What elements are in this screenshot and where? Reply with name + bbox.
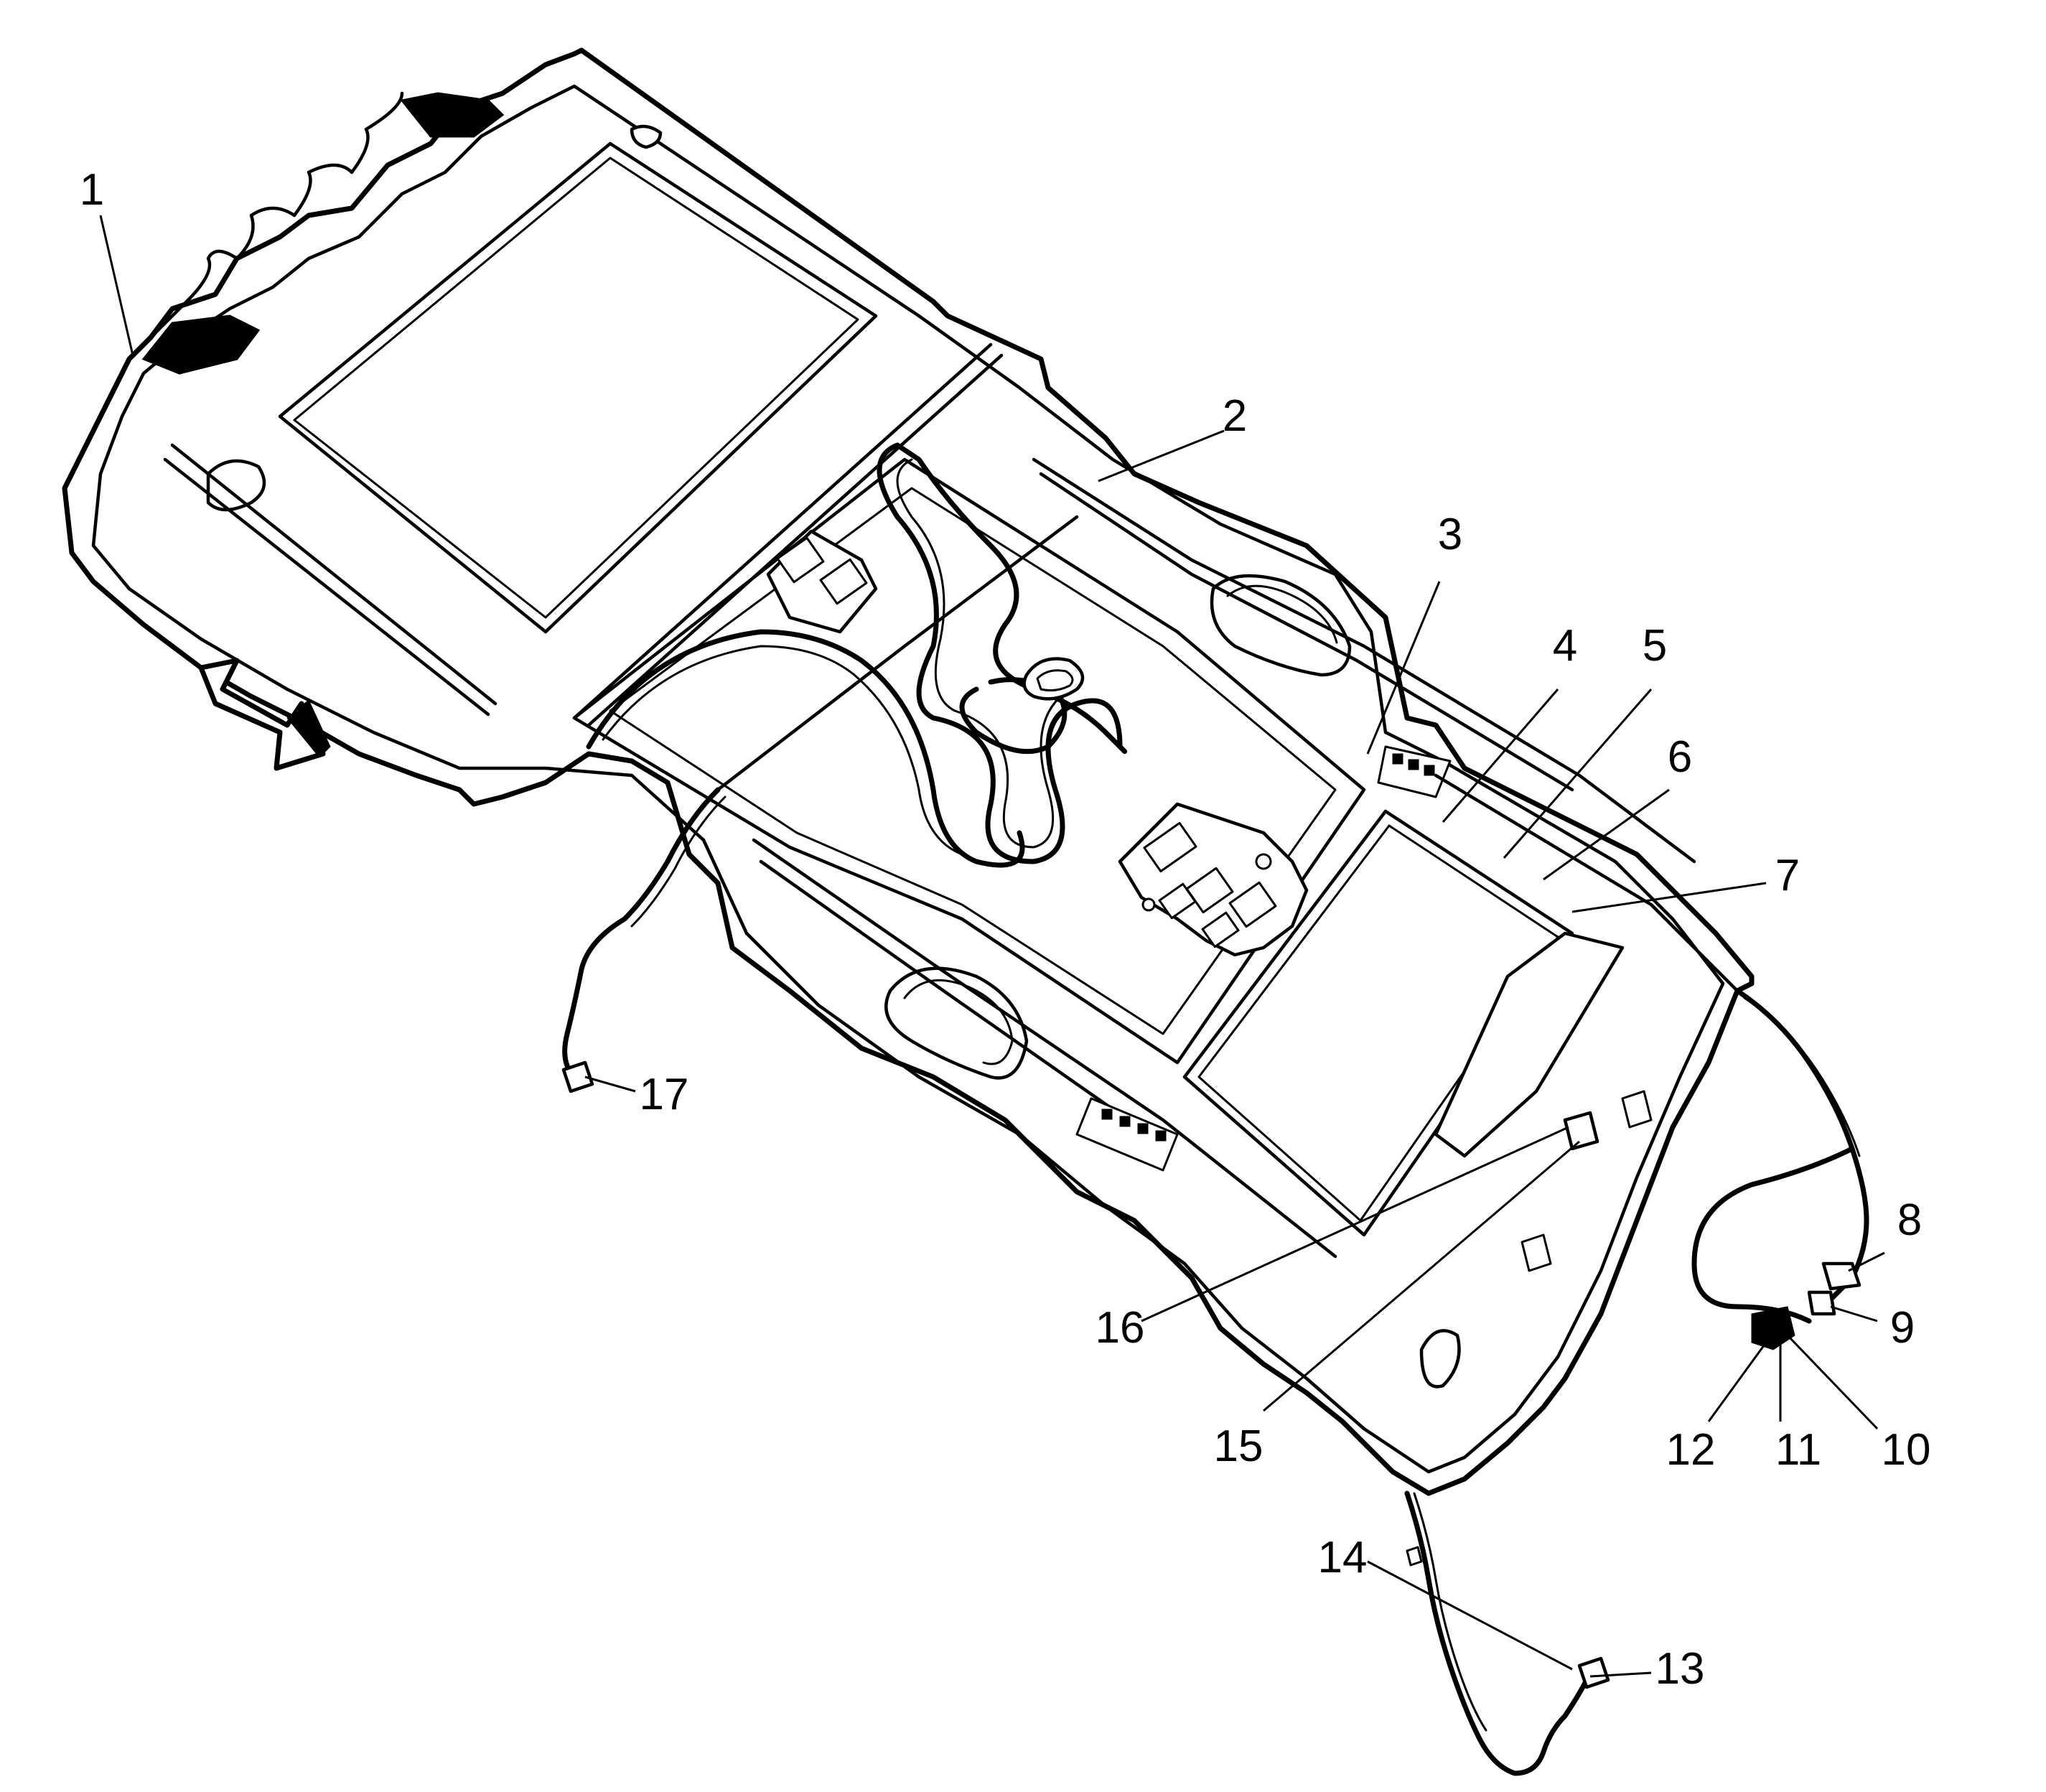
front-sunroof-inner bbox=[293, 157, 859, 619]
leader-15 bbox=[1263, 1140, 1580, 1412]
leader-10 bbox=[1786, 1334, 1879, 1430]
callout-17: 17 bbox=[640, 1070, 689, 1119]
wiring-harnesses bbox=[561, 515, 1869, 1776]
connector-15-16 bbox=[1563, 1111, 1599, 1151]
leader-7 bbox=[1571, 882, 1767, 913]
front-edge-trim bbox=[163, 443, 498, 717]
callout-labels: 1 2 3 4 5 6 7 8 9 10 11 12 13 14 15 16 1… bbox=[80, 165, 1931, 1694]
side-trim-right bbox=[1032, 457, 1696, 864]
leader-lines bbox=[99, 215, 1885, 1678]
leader-5 bbox=[1503, 689, 1653, 859]
rear-clip-a bbox=[1621, 1090, 1653, 1129]
callout-5: 5 bbox=[1643, 621, 1667, 671]
callout-1: 1 bbox=[80, 165, 104, 215]
leader-12 bbox=[1707, 1342, 1767, 1422]
rear-roof-bow bbox=[1434, 931, 1625, 1158]
front-sunroof-opening bbox=[278, 141, 878, 634]
left-harness-loop-inner bbox=[602, 645, 963, 856]
center-loop-harness bbox=[877, 442, 1128, 864]
rear-coat-hook bbox=[630, 124, 663, 149]
leader-17 bbox=[584, 1075, 636, 1093]
callout-16: 16 bbox=[1096, 1303, 1145, 1353]
callout-6: 6 bbox=[1668, 732, 1692, 782]
callout-3: 3 bbox=[1438, 510, 1462, 559]
leader-1 bbox=[99, 215, 134, 356]
side-trim-left bbox=[752, 838, 1337, 1259]
center-loop-harness-inner bbox=[896, 458, 1071, 849]
leader-2 bbox=[1098, 429, 1225, 482]
diagonal-divider bbox=[572, 342, 1004, 727]
connector-9 bbox=[1807, 1290, 1836, 1316]
right-grab-handle-1 bbox=[1210, 574, 1352, 677]
left-drop-harness bbox=[562, 787, 721, 1080]
right-rear-loop bbox=[1691, 1146, 1855, 1324]
connector-13 bbox=[1577, 1656, 1610, 1689]
callout-7: 7 bbox=[1775, 851, 1800, 900]
leader-9 bbox=[1830, 1305, 1878, 1322]
leader-16 bbox=[1141, 1126, 1569, 1322]
rear-grab-handles bbox=[141, 92, 505, 375]
callout-8: 8 bbox=[1897, 1195, 1922, 1245]
leader-14 bbox=[1367, 1560, 1573, 1671]
roof-harness-run bbox=[716, 515, 1079, 792]
rear-handle-lower bbox=[1419, 1329, 1461, 1389]
rear-roof-harness-run bbox=[1434, 773, 1739, 993]
rear-edge-wave bbox=[149, 91, 404, 340]
leader-6 bbox=[1543, 788, 1670, 881]
callout-4: 4 bbox=[1553, 621, 1577, 671]
connector-17 bbox=[561, 1060, 594, 1093]
headliner-outline bbox=[62, 47, 1755, 1496]
callout-14: 14 bbox=[1318, 1533, 1368, 1582]
connector-strip-right bbox=[1377, 745, 1452, 798]
front-direction-arrow-icon bbox=[198, 658, 331, 771]
parts-10-11-12-cluster bbox=[1751, 1306, 1795, 1350]
harness-clip-14 bbox=[1406, 1546, 1423, 1567]
bottom-drop-harness bbox=[1404, 1490, 1589, 1776]
headliner-inner-contour bbox=[91, 84, 1725, 1474]
callout-9: 9 bbox=[1890, 1303, 1915, 1353]
headliner-panel bbox=[62, 47, 1755, 1496]
leader-4 bbox=[1442, 689, 1559, 823]
rear-clip-b bbox=[1521, 1233, 1552, 1272]
leader-8 bbox=[1848, 1251, 1885, 1272]
leader-13 bbox=[1589, 1671, 1652, 1678]
callout-12: 12 bbox=[1666, 1425, 1716, 1475]
callout-2: 2 bbox=[1223, 391, 1247, 441]
left-sunvisor-clip bbox=[206, 459, 266, 512]
leader-3 bbox=[1366, 581, 1441, 755]
callout-13: 13 bbox=[1655, 1644, 1705, 1694]
callout-10: 10 bbox=[1882, 1425, 1931, 1475]
callout-15: 15 bbox=[1214, 1422, 1263, 1471]
rear-sunroof-opening bbox=[1182, 809, 1574, 1237]
left-harness-loop bbox=[586, 629, 1025, 868]
overhead-console-module bbox=[1118, 802, 1309, 957]
left-grab-handle-1 bbox=[884, 966, 1029, 1080]
connector-strip-left bbox=[1075, 1097, 1179, 1172]
rear-connector-module bbox=[766, 529, 878, 634]
callout-11: 11 bbox=[1775, 1425, 1821, 1475]
